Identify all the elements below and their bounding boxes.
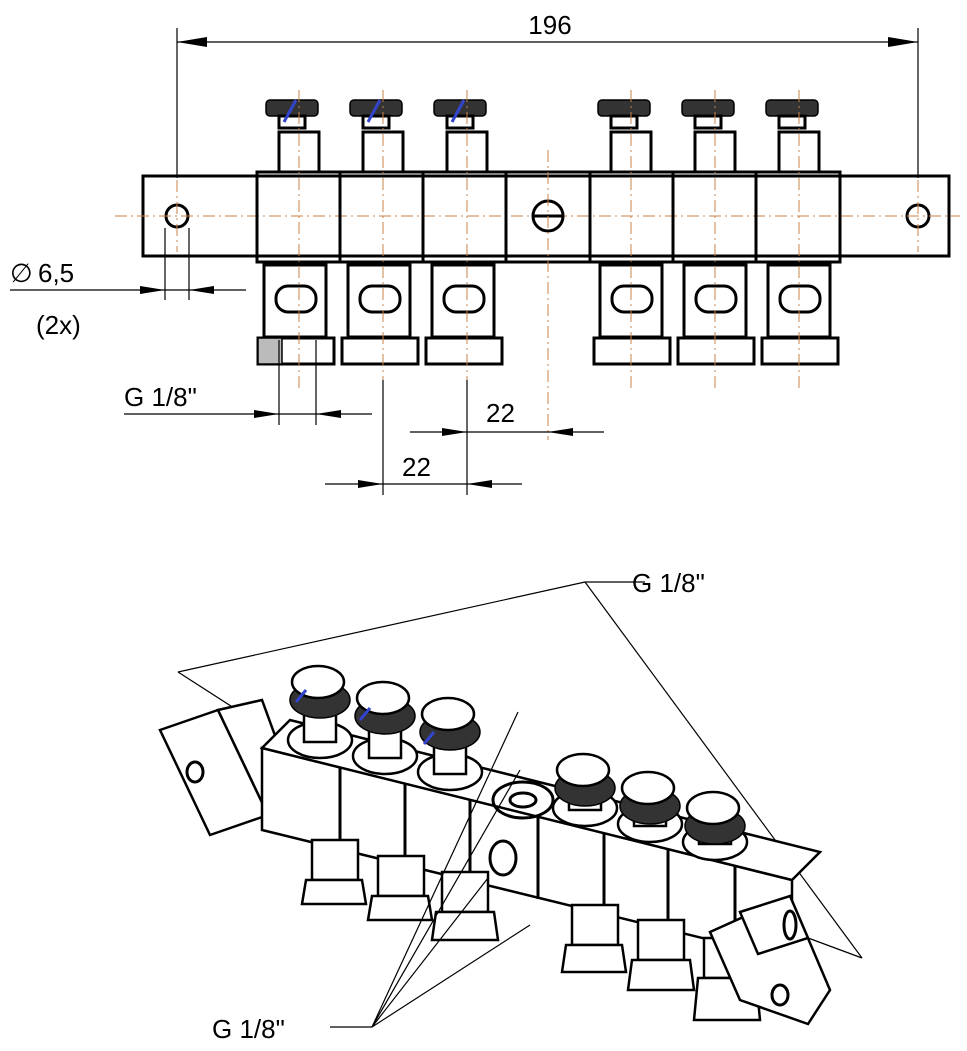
knob-3	[433, 99, 489, 174]
knob-5	[681, 99, 737, 174]
fitting-1	[256, 263, 336, 366]
iso-knob-1	[286, 664, 354, 760]
iso-knob-6	[681, 790, 749, 862]
hole-count-label: (2x)	[36, 310, 81, 340]
dim-6-5-label: 6,5	[38, 258, 74, 288]
dimension-overall-length: 196	[176, 10, 919, 178]
iso-knob-2	[351, 680, 419, 776]
fitting-2	[340, 263, 420, 366]
fitting-6	[760, 263, 840, 366]
valve-knobs	[265, 99, 821, 174]
iso-knob-4	[551, 752, 619, 828]
iso-fitting-5	[626, 918, 696, 992]
dimension-pitch-b: 22	[325, 380, 522, 495]
knob-6	[765, 99, 821, 174]
iso-bottom-callout-label: G 1/8"	[212, 1014, 285, 1044]
bracket-right	[708, 894, 832, 1026]
iso-fitting-4	[560, 903, 628, 974]
knob-4	[597, 99, 653, 174]
pitch-a-label: 22	[486, 398, 515, 428]
fitting-5	[676, 263, 756, 366]
isometric-view: G 1/8"	[158, 568, 863, 1044]
dimension-thread-top: G 1/8"	[124, 340, 372, 425]
iso-knob-3	[416, 696, 484, 792]
iso-knob-5	[616, 770, 684, 844]
iso-fitting-2	[366, 854, 434, 922]
dimension-hole-diameter: ∅ 6,5 (2x)	[10, 228, 246, 340]
bottom-fittings	[256, 90, 840, 390]
iso-fitting-1	[300, 838, 368, 906]
callout-leaders-bottom: G 1/8"	[212, 711, 531, 1044]
thread-top-label: G 1/8"	[124, 382, 197, 412]
knob-2	[349, 99, 405, 174]
iso-knobs	[286, 664, 749, 862]
dim-196-label: 196	[528, 10, 571, 40]
knob-1	[265, 99, 321, 174]
diameter-symbol: ∅	[10, 258, 33, 288]
iso-top-callout-label: G 1/8"	[632, 568, 705, 598]
iso-side-port	[488, 839, 518, 877]
dimension-pitch-a: 22	[410, 380, 604, 445]
top-view: 196	[10, 10, 960, 495]
callout-leaders-top: G 1/8"	[177, 568, 863, 959]
pitch-b-label: 22	[402, 452, 431, 482]
fitting-3	[424, 263, 504, 366]
iso-center-port	[508, 791, 538, 809]
iso-center-port-boss	[491, 780, 555, 820]
iso-fitting-3	[430, 870, 500, 942]
manifold-block	[255, 150, 842, 440]
fitting-4	[592, 263, 672, 366]
